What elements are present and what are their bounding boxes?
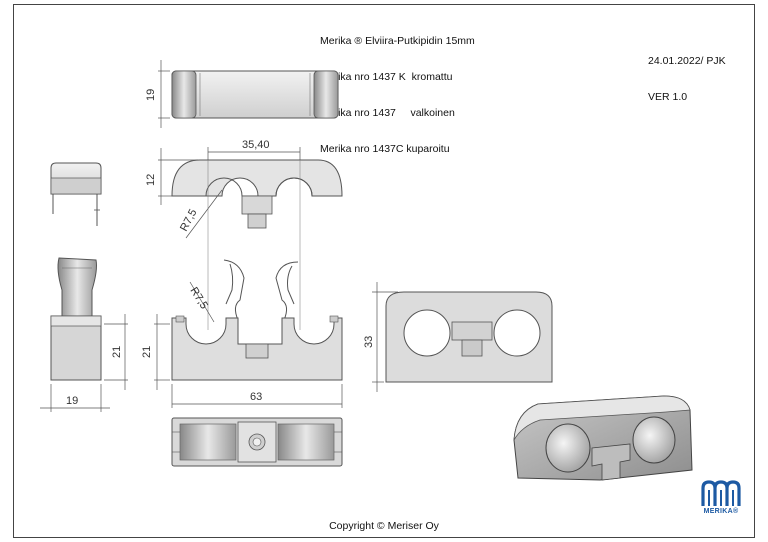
sheet-border: [13, 4, 755, 538]
revision-date: 24.01.2022/ PJK: [648, 55, 726, 67]
merika-logo-icon: [701, 480, 741, 506]
dim-right-height: [372, 282, 398, 392]
front-view-upper: [171, 159, 343, 229]
title-line-2: Merika nro 1437 K kromattu: [320, 71, 453, 83]
projection-lines: [207, 160, 301, 330]
revision-version: VER 1.0: [648, 91, 688, 103]
dim-top-height: [158, 60, 170, 128]
front-view-base: [171, 315, 343, 381]
dim-front-height: [158, 148, 198, 205]
dim-side-width: [40, 384, 110, 412]
side-view-cap: [50, 162, 102, 226]
dim-base-width: [171, 384, 343, 408]
dim-base-height: [154, 314, 170, 390]
dim-side-height: [104, 314, 128, 390]
dim-radius-bottom: [189, 281, 215, 323]
copyright-notice: Copyright © Meriser Oy: [329, 520, 439, 532]
side-view-base: [50, 315, 102, 381]
dim-side-height-label: 21: [111, 346, 123, 358]
top-view: [171, 70, 339, 119]
isometric-view: [513, 395, 693, 481]
title-line-4: Merika nro 1437C kuparoitu: [320, 143, 450, 155]
merika-logo: MERIKA®: [697, 478, 745, 520]
dim-front-width: [207, 147, 301, 160]
front-view-clips: [223, 259, 299, 321]
dim-radius-top: [185, 189, 223, 239]
dim-top-height-label: 19: [145, 89, 157, 101]
dim-base-width-label: 63: [250, 391, 262, 403]
right-view: [385, 291, 553, 383]
revision-block: 24.01.2022/ PJK VER 1.0: [648, 31, 726, 127]
dim-side-width-label: 19: [66, 395, 78, 407]
merika-logo-word: MERIKA®: [703, 508, 739, 515]
dim-right-height-label: 33: [363, 336, 375, 348]
dim-radius-top-label: R7,5: [178, 207, 200, 233]
side-view-clip: [57, 257, 97, 317]
dim-front-height-label: 12: [145, 174, 157, 186]
bottom-view: [171, 417, 343, 467]
dim-front-width-label: 35,40: [242, 139, 270, 151]
dim-radius-bottom-label: R7,5: [187, 285, 209, 311]
title-line-1: Merika ® Elviira-Putkipidin 15mm: [320, 35, 475, 47]
dim-base-height-label: 21: [141, 346, 153, 358]
